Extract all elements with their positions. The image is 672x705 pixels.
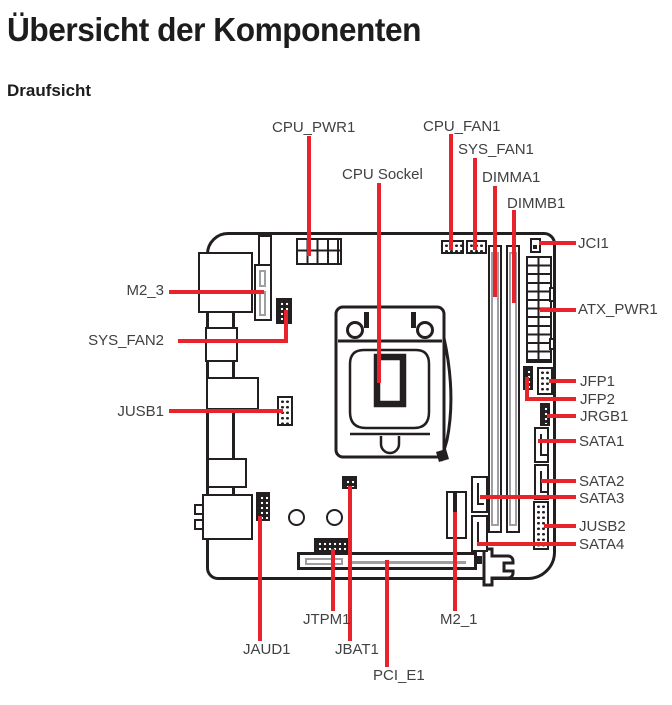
label-m2-1: M2_1 [440, 611, 478, 628]
jusb2-header [533, 501, 549, 550]
label-jfp2: JFP2 [580, 391, 616, 408]
sata1-port [534, 427, 549, 463]
label-jtpm1: JTPM1 [303, 611, 351, 628]
section-subtitle: Draufsicht [7, 81, 92, 100]
label-sata3: SATA3 [579, 490, 625, 507]
sata1-key [540, 434, 547, 456]
label-jfp1: JFP1 [580, 373, 616, 390]
callout-line-cpu-pwr1 [307, 136, 311, 256]
label-sys-fan1: SYS_FAN1 [458, 141, 534, 158]
callout-line-cpu-socket [377, 183, 381, 383]
sata3-key [477, 483, 484, 505]
callout-line-sys-fan1 [473, 158, 477, 250]
m2-3-slot-channel [259, 270, 266, 287]
io-block-4 [207, 458, 247, 488]
callout-line-sys-fan2 [284, 310, 288, 343]
callout-line-jfp1 [549, 379, 576, 383]
label-jbat1: JBAT1 [335, 641, 379, 658]
atx-pwr1-clip [549, 287, 555, 302]
io-block-2 [205, 327, 238, 362]
io-edge-line [232, 360, 235, 379]
callout-line-jbat1 [348, 486, 352, 641]
pci-e1-slot-channel [348, 561, 466, 564]
callout-line-m2-1 [453, 512, 457, 611]
label-jusb2: JUSB2 [579, 518, 626, 535]
callout-line-dimma1 [493, 186, 497, 297]
mounting-hole [326, 509, 343, 526]
m2-3-slot-channel [259, 291, 266, 316]
label-jrgb1: JRGB1 [580, 408, 629, 425]
io-edge-line [232, 311, 235, 329]
audio-jack-bump [194, 504, 204, 515]
callout-line-jtpm1 [331, 549, 335, 611]
label-dimma1: DIMMA1 [482, 169, 541, 186]
callout-line-sata2 [541, 479, 576, 483]
callout-line-sys-fan2 [178, 339, 288, 343]
callout-line-jfp2 [525, 397, 576, 401]
callout-line-sata3 [480, 495, 576, 499]
label-sata2: SATA2 [579, 473, 625, 490]
io-edge-line [232, 486, 235, 495]
pci-e1-slot-key [305, 558, 343, 565]
label-sata1: SATA1 [579, 433, 625, 450]
callout-line-jrgb1 [547, 414, 576, 418]
m2-3-bracket [258, 235, 272, 267]
callout-line-pci-e1 [385, 560, 389, 667]
io-block-1 [198, 252, 253, 313]
label-dimmb1: DIMMB1 [507, 195, 566, 212]
callout-line-cpu-fan1 [449, 134, 453, 250]
callout-line-jci1 [539, 241, 576, 245]
label-cpu-socket: CPU Sockel [342, 166, 423, 183]
callout-line-jaud1 [258, 516, 262, 641]
audio-jack-block [202, 494, 253, 540]
audio-jack-bump [194, 519, 204, 530]
label-pci-e1: PCI_E1 [373, 667, 425, 684]
atx-pwr1-clip [549, 338, 555, 350]
label-jaud1: JAUD1 [243, 641, 291, 658]
label-sys-fan2: SYS_FAN2 [88, 332, 164, 349]
sata4-port [471, 515, 488, 552]
label-cpu-fan1: CPU_FAN1 [423, 118, 501, 135]
page-title: Übersicht der Komponenten [7, 11, 421, 48]
callout-line-jusb1 [169, 409, 283, 413]
callout-line-m2-3 [169, 290, 264, 294]
label-m2-3: M2_3 [126, 282, 164, 299]
callout-line-sata1 [538, 439, 576, 443]
label-sata4: SATA4 [579, 536, 625, 553]
callout-line-atx-pwr1 [540, 308, 576, 312]
label-jci1: JCI1 [578, 235, 609, 252]
sata4-key [477, 522, 484, 544]
callout-line-dimmb1 [512, 210, 516, 303]
mounting-hole [288, 509, 305, 526]
label-jusb1: JUSB1 [117, 403, 164, 420]
io-edge-line [232, 408, 235, 460]
label-cpu-pwr1: CPU_PWR1 [272, 119, 356, 136]
io-block-3 [206, 377, 259, 410]
jci1-pin [533, 245, 537, 249]
callout-line-jusb2 [544, 524, 576, 528]
sata3-port [471, 476, 488, 513]
label-atx-pwr1: ATX_PWR1 [578, 301, 658, 318]
callout-line-sata4 [477, 542, 576, 546]
cpu-pwr1-connector [296, 238, 342, 265]
callout-line-jfp2 [525, 377, 529, 401]
jaud1-header [256, 492, 270, 521]
